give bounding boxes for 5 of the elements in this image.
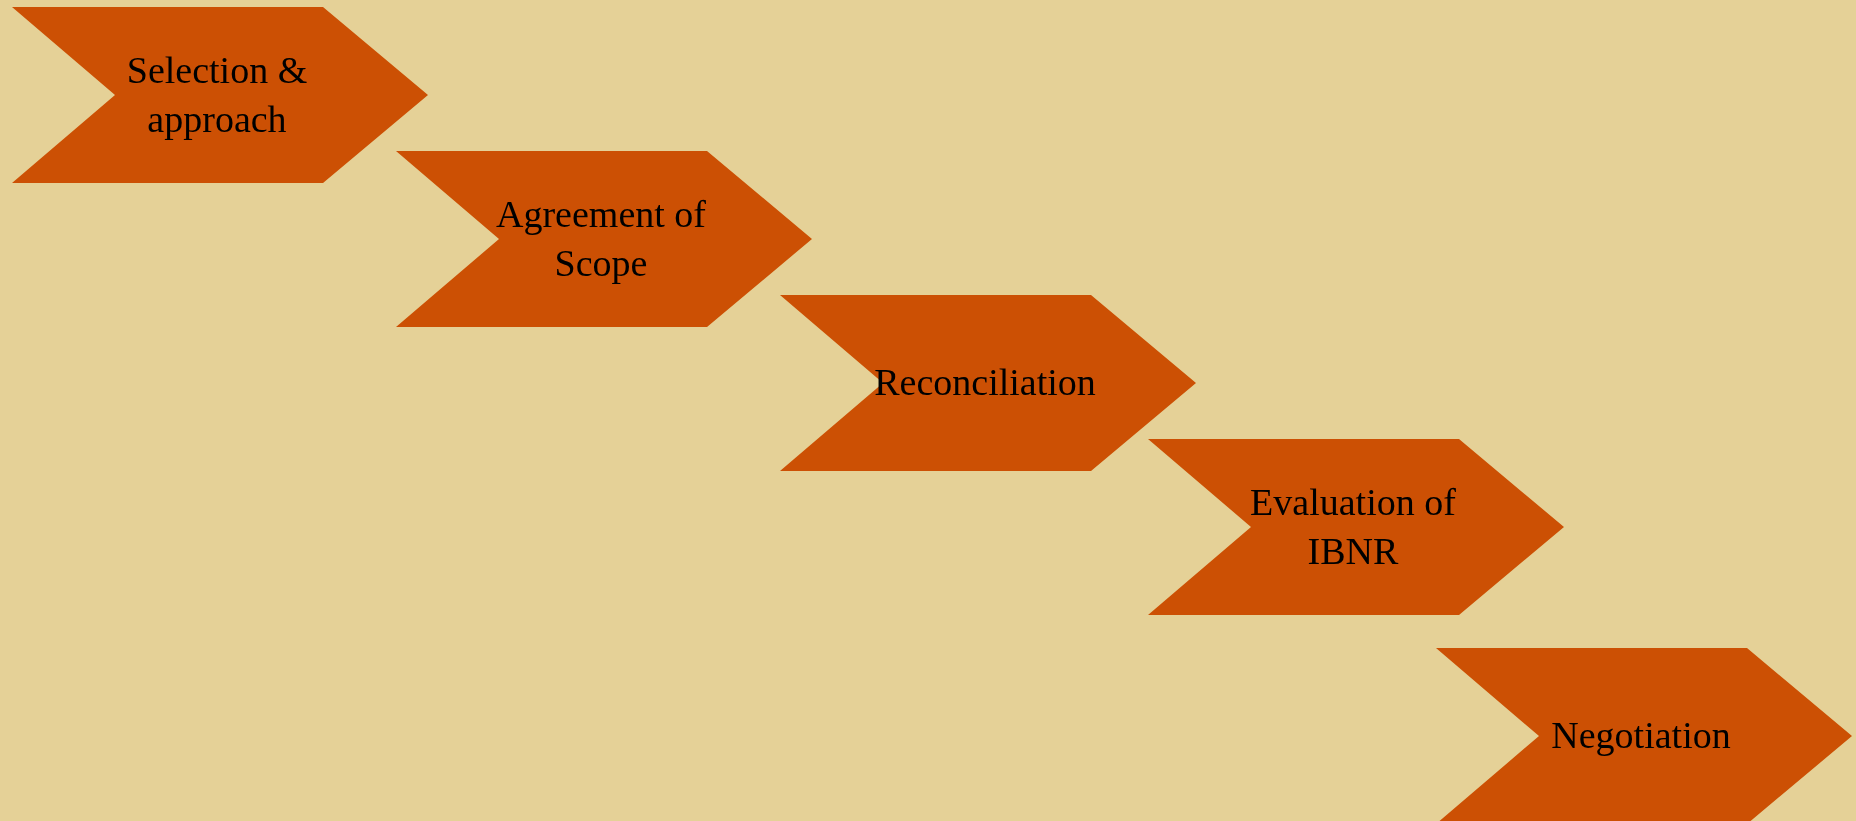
step-label: Evaluation of IBNR <box>1249 479 1457 574</box>
step-label: Agreement of Scope <box>495 191 707 286</box>
step-label: Reconciliation <box>874 360 1096 406</box>
step-label: Negotiation <box>1551 713 1731 759</box>
step-label: Selection & approach <box>125 47 309 142</box>
